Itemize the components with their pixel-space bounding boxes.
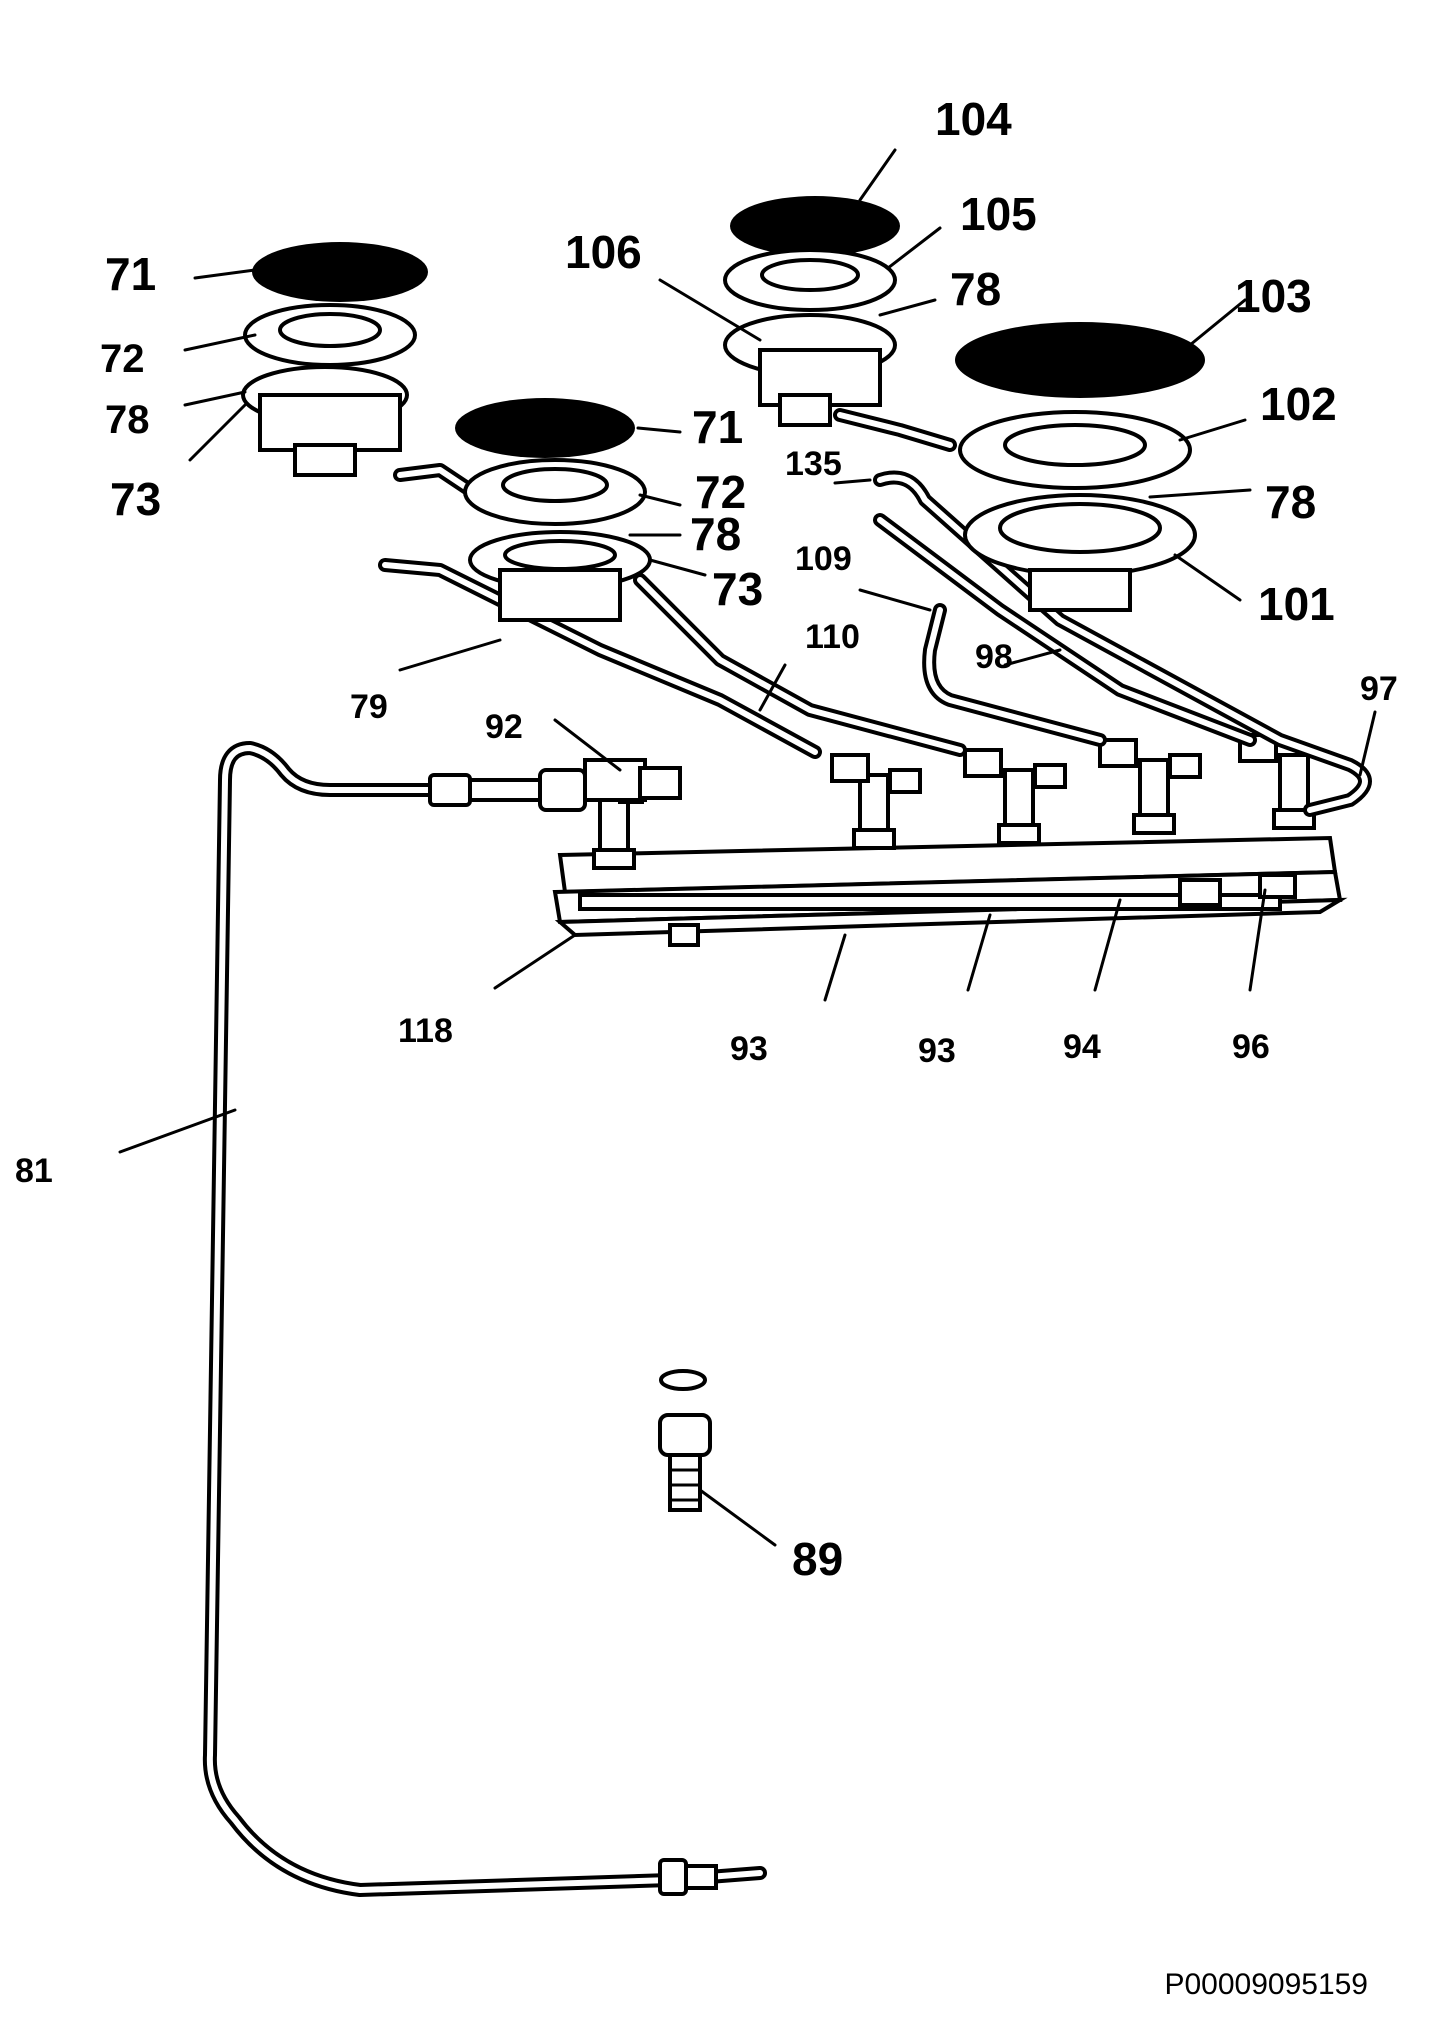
leader-lines: [118, 148, 1377, 1547]
gas-manifold: [552, 835, 1348, 947]
label-97: 97: [1360, 670, 1398, 708]
label-89: 89: [792, 1533, 843, 1585]
label-79: 79: [350, 688, 388, 726]
label-78-right: 78: [1265, 476, 1316, 528]
document-number: P00009095159: [1164, 1968, 1368, 2001]
label-135: 135: [785, 445, 842, 483]
label-118: 118: [398, 1012, 453, 1050]
label-71-center: 71: [692, 401, 743, 453]
label-81: 81: [15, 1152, 53, 1190]
label-102: 102: [1260, 378, 1337, 430]
label-72-left: 72: [100, 337, 145, 381]
burner-left-rear: [241, 242, 428, 477]
label-106: 106: [565, 226, 642, 278]
label-101: 101: [1258, 578, 1335, 630]
label-94: 94: [1063, 1028, 1101, 1066]
label-78-top: 78: [950, 263, 1001, 315]
label-109: 109: [795, 540, 852, 578]
label-93-right: 93: [918, 1032, 956, 1070]
label-96: 96: [1232, 1028, 1270, 1066]
label-98: 98: [975, 638, 1013, 676]
label-73-center: 73: [712, 563, 763, 615]
label-72-center: 72: [695, 466, 746, 518]
burner-right-rear: [723, 196, 900, 427]
label-71-left: 71: [105, 248, 156, 300]
injector-part: [658, 1369, 712, 1512]
label-73-left: 73: [110, 473, 161, 525]
label-103: 103: [1235, 270, 1312, 322]
label-92: 92: [485, 708, 523, 746]
burner-valves: [592, 733, 1316, 870]
gas-supply-pipe: [202, 741, 767, 1897]
label-78-center: 78: [690, 508, 741, 560]
burner-right-front-large: [955, 322, 1205, 612]
label-93-left: 93: [730, 1030, 768, 1068]
label-105: 105: [960, 188, 1037, 240]
part-labels: 71 72 78 73 71 72 78 73 104 105 106 78 1…: [15, 93, 1398, 1585]
burner-left-front: [455, 398, 652, 622]
label-104: 104: [935, 93, 1012, 145]
label-110: 110: [805, 618, 860, 656]
label-78-left: 78: [105, 398, 150, 442]
